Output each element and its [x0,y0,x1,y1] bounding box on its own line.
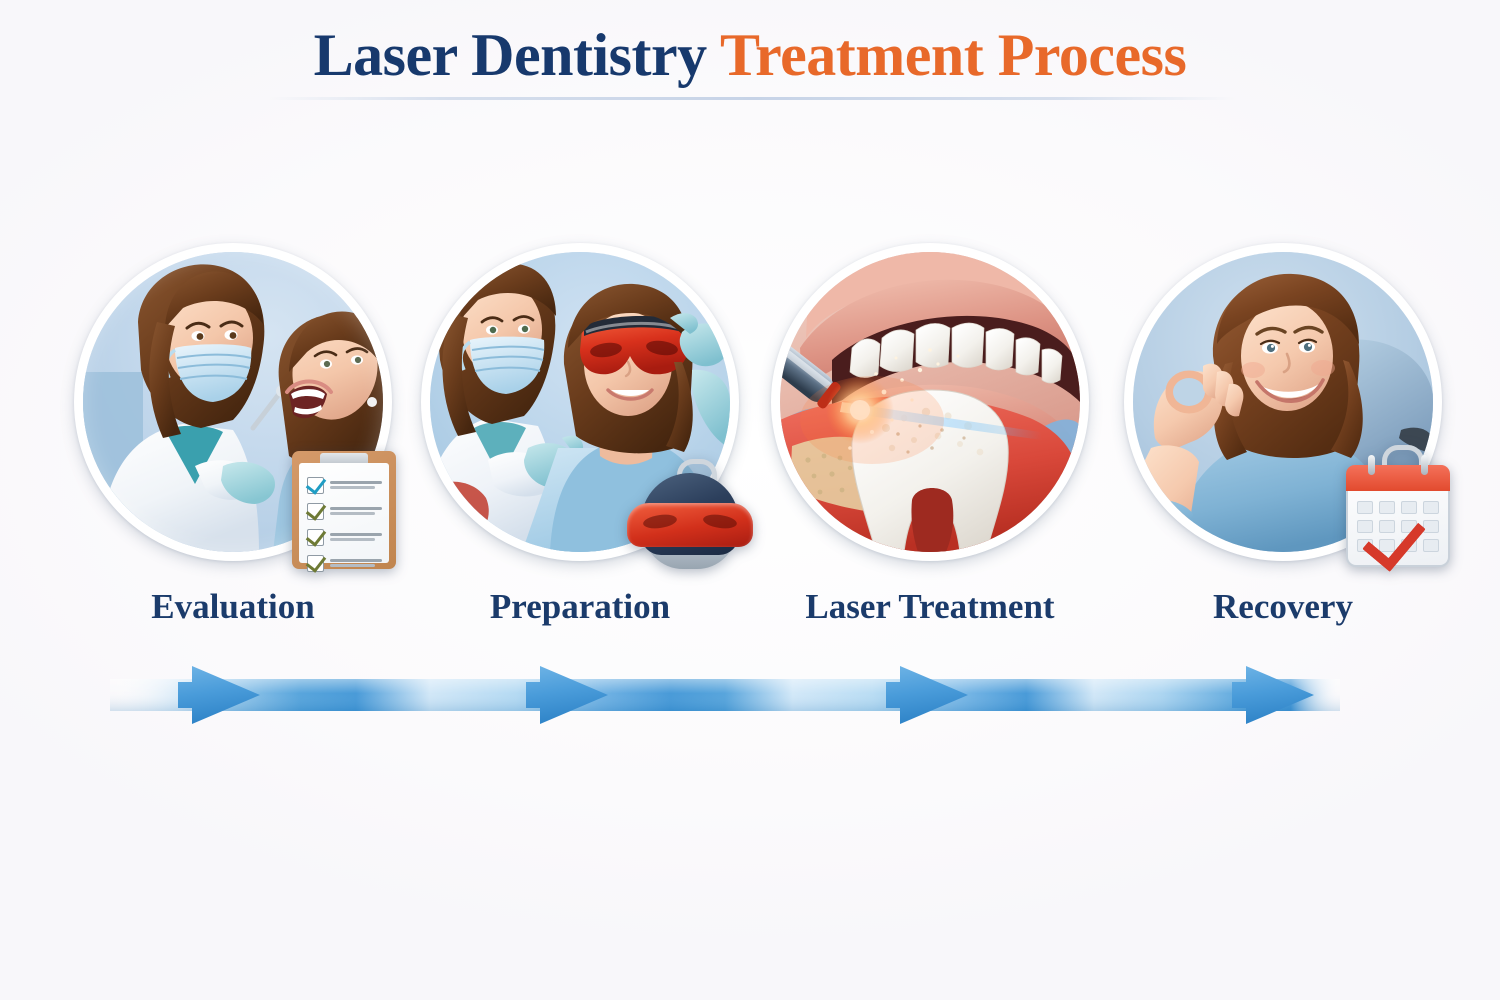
process-flow-arrow [0,650,1500,740]
step-label-recovery: Recovery [1213,587,1353,626]
title-accent: Treatment Process [720,22,1187,88]
step-preparation[interactable]: Preparation [415,243,753,627]
scene-smiling-patient-ok-gesture [1133,252,1433,552]
step-label-laser-treatment: Laser Treatment [805,587,1055,626]
scene-dentist-examining-patient [83,252,383,552]
step-evaluation[interactable]: Evaluation [68,243,398,627]
calendar-check-icon [1346,445,1450,573]
clipboard-checklist-icon [292,451,396,572]
process-steps: Evaluation [0,243,1500,643]
scene-laser-handpiece-treating-tooth [780,252,1080,552]
title-primary: Laser Dentistry [313,22,721,88]
step-label-evaluation: Evaluation [151,587,315,626]
step-image-laser-treatment [771,243,1089,561]
title-divider [268,97,1236,100]
step-image-preparation [421,243,753,569]
page-title: Laser Dentistry Treatment Process [0,24,1500,87]
step-recovery[interactable]: Recovery [1118,243,1450,627]
step-label-preparation: Preparation [489,587,671,626]
step-image-evaluation [74,243,396,572]
protective-goggles-helmet-icon [627,459,753,569]
scene-assistant-fitting-laser-goggles [430,252,730,552]
step-laser-treatment[interactable]: Laser Treatment [765,243,1095,627]
step-image-recovery [1124,243,1450,573]
